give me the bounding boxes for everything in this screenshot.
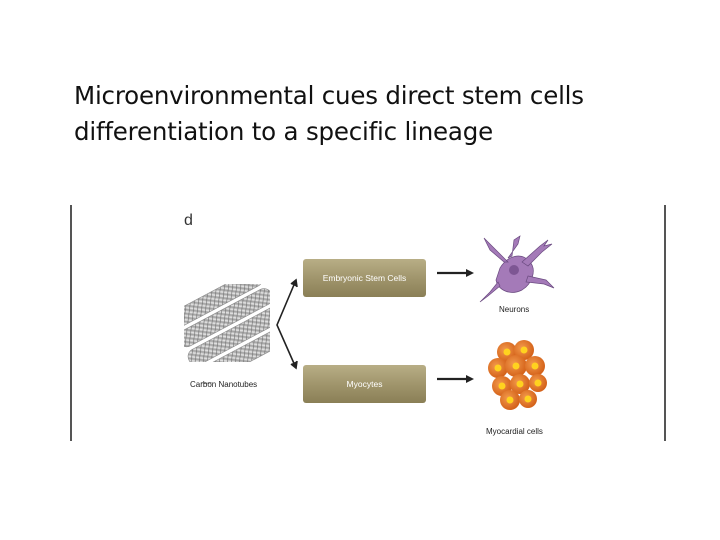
slide-title-line-1: Microenvironmental cues direct stem cell… — [74, 81, 584, 110]
arrow-to-myocardial-cells — [437, 375, 474, 383]
figure-left-border — [70, 205, 72, 441]
slide-title-line-2: differentiation to a specific lineage — [74, 117, 493, 146]
panel-letter: d — [184, 212, 193, 229]
neuron-image — [479, 235, 555, 303]
figure-right-border — [664, 205, 666, 441]
embryonic-stem-cells-box: Embryonic Stem Cells — [303, 259, 426, 297]
slide-title: Microenvironmental cues direct stem cell… — [74, 78, 674, 150]
figure-frame — [70, 205, 666, 441]
carbon-nanotubes-image — [160, 262, 294, 385]
neurons-label: Neurons — [499, 305, 530, 314]
carbon-nanotubes-label: Carbon Nanotubes — [190, 380, 258, 389]
branch-arrows — [276, 278, 298, 370]
myocytes-box: Myocytes — [303, 365, 426, 403]
myocardial-cells-image — [488, 340, 547, 410]
arrow-to-neurons — [437, 269, 474, 277]
myocardial-cells-label: Myocardial cells — [486, 427, 543, 436]
